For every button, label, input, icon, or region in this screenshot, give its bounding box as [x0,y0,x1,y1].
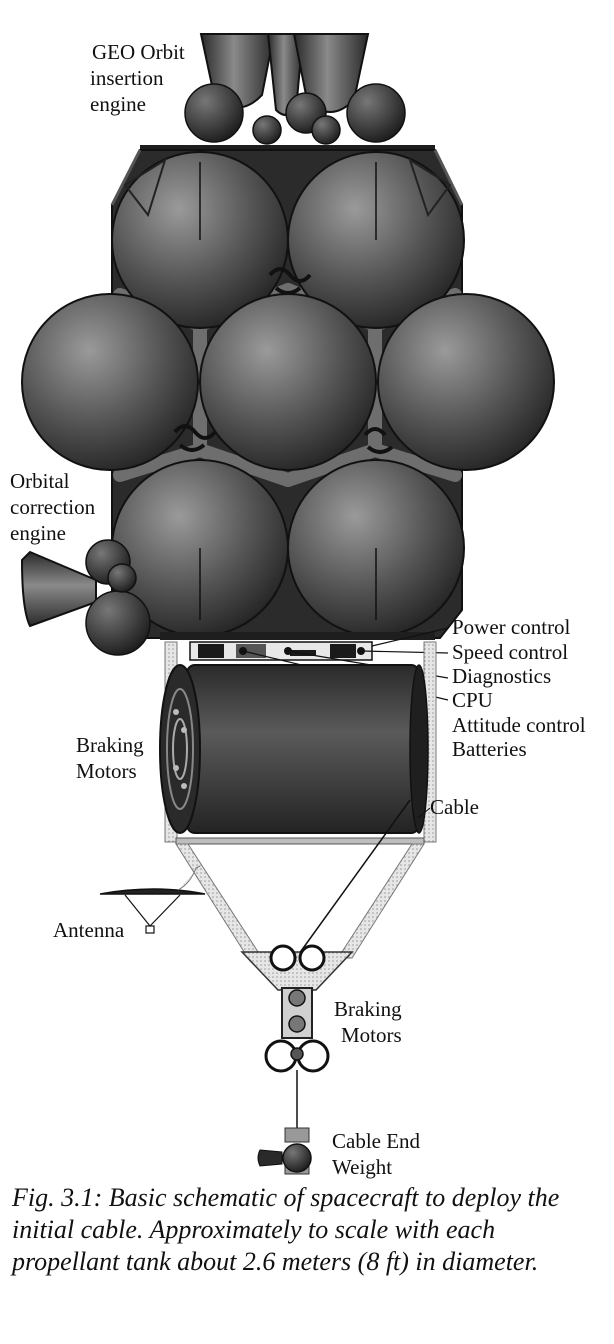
label-power-control: Power control [452,615,571,639]
label-batteries: Batteries [452,737,527,761]
label-cable: Cable [430,795,479,819]
propellant-tanks [21,151,555,637]
label-attitude-control: Attitude control [452,713,586,737]
propellant-tank [21,293,199,471]
label-antenna: Antenna [53,918,125,942]
label-speed-control: Speed control [452,640,568,664]
label-cpu: CPU [452,688,493,712]
label-orbital-engine: Orbital correction engine [10,469,100,545]
cable-drum [186,664,429,834]
geo-insertion-engine [184,33,406,145]
label-geo-engine: GEO Orbit insertion engine [90,40,190,116]
braking-motors-lower [240,944,354,1073]
figure-caption: Fig. 3.1: Basic schematic of spacecraft … [12,1183,560,1276]
lower-support-frame [175,843,425,959]
propellant-tank [377,293,555,471]
deployment-cable [295,799,411,959]
label-diagnostics: Diagnostics [452,664,551,688]
label-braking-motors-upper: Braking Motors [76,733,149,783]
upper-truss [123,157,452,218]
braking-motors-upper [159,664,201,834]
antenna [99,865,206,934]
cable-leader [417,807,431,819]
electronics-bay [189,641,373,661]
bottom-mounting-plate [160,632,435,640]
label-cable-end-weight: Cable End Weight [332,1129,425,1179]
propellant-tank [199,293,377,471]
orbital-correction-engine [20,539,151,656]
cable-end-weight [257,1127,312,1175]
label-braking-motors-lower: Braking Motors [334,997,407,1047]
